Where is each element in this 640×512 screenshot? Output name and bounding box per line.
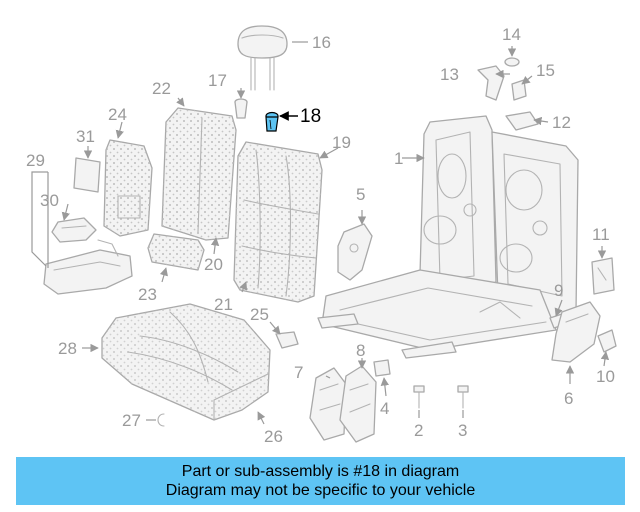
seat-frame-part-1[interactable]: [317, 115, 579, 359]
bracket-part-5[interactable]: [337, 223, 373, 281]
callout-18: 18: [300, 106, 321, 127]
callout-21: 21: [214, 295, 233, 314]
callout-25: 25: [250, 305, 269, 324]
highlighted-part-18[interactable]: [265, 111, 279, 132]
seatback-cushion-part-19[interactable]: [233, 141, 323, 303]
banner-line-1: Part or sub-assembly is #18 in diagram: [181, 463, 460, 480]
callout-22: 22: [152, 79, 171, 98]
bracket-part-13[interactable]: [477, 65, 505, 101]
callout-27: 27: [122, 411, 141, 430]
callout-2: 2: [414, 421, 423, 440]
cover-part-7[interactable]: [309, 367, 347, 441]
label-part-31[interactable]: [73, 157, 101, 193]
parts-diagram: 16 17 18 22 19 24 31 29 30 20 21 23 25 2…: [26, 25, 617, 446]
callout-1: 1: [394, 149, 403, 168]
clip-part-15[interactable]: [511, 79, 527, 101]
clip-part-25[interactable]: [275, 331, 299, 349]
callout-30: 30: [40, 191, 59, 210]
stopper-part-4[interactable]: [373, 359, 391, 377]
cover-part-11[interactable]: [591, 257, 615, 295]
seatback-pad-part-22[interactable]: [161, 107, 237, 241]
callout-13: 13: [440, 65, 459, 84]
pad-part-23[interactable]: [147, 233, 205, 271]
callout-14: 14: [502, 25, 521, 44]
cover-part-8[interactable]: [339, 365, 377, 443]
callout-20: 20: [204, 255, 223, 274]
seat-cushion-part-26[interactable]: [101, 303, 271, 421]
callout-11: 11: [592, 225, 610, 244]
callout-3: 3: [458, 421, 467, 440]
clip-part-14[interactable]: [504, 57, 520, 67]
callout-6: 6: [564, 389, 573, 408]
headrest-guide-part-17[interactable]: [234, 98, 248, 119]
callout-19: 19: [332, 133, 351, 152]
callout-7: 7: [294, 363, 303, 382]
side-panel-part-24[interactable]: [103, 139, 153, 237]
callout-12: 12: [552, 113, 571, 132]
callout-23: 23: [138, 285, 157, 304]
knob-part-10[interactable]: [597, 329, 617, 353]
side-cover-part-6[interactable]: [551, 301, 601, 363]
callout-labels: 16 17 18 22 19 24 31 29 30 20 21 23 25 2…: [26, 25, 615, 446]
tray-part-29[interactable]: [43, 239, 133, 295]
callout-31: 31: [76, 127, 95, 146]
callout-5: 5: [356, 185, 365, 204]
banner-line-2: Diagram may not be specific to your vehi…: [165, 482, 476, 499]
latch-part-12[interactable]: [505, 111, 539, 131]
leader-lines: [31, 41, 610, 425]
callout-24: 24: [108, 105, 127, 124]
callout-10: 10: [596, 367, 615, 386]
callout-8: 8: [356, 341, 365, 360]
bolt-part-3[interactable]: [457, 385, 469, 409]
trim-part-30[interactable]: [51, 217, 97, 243]
callout-15: 15: [536, 61, 555, 80]
headrest-part-16[interactable]: [237, 25, 288, 91]
callout-29: 29: [26, 151, 45, 170]
bolt-part-2[interactable]: [413, 385, 425, 409]
info-banner: Part or sub-assembly is #18 in diagram D…: [16, 457, 625, 505]
hook-part-27[interactable]: [157, 413, 165, 427]
callout-9: 9: [554, 281, 563, 300]
callout-16: 16: [312, 33, 331, 52]
callout-17: 17: [208, 71, 227, 90]
callout-4: 4: [380, 399, 389, 418]
callout-26: 26: [264, 427, 283, 446]
callout-28: 28: [58, 339, 77, 358]
